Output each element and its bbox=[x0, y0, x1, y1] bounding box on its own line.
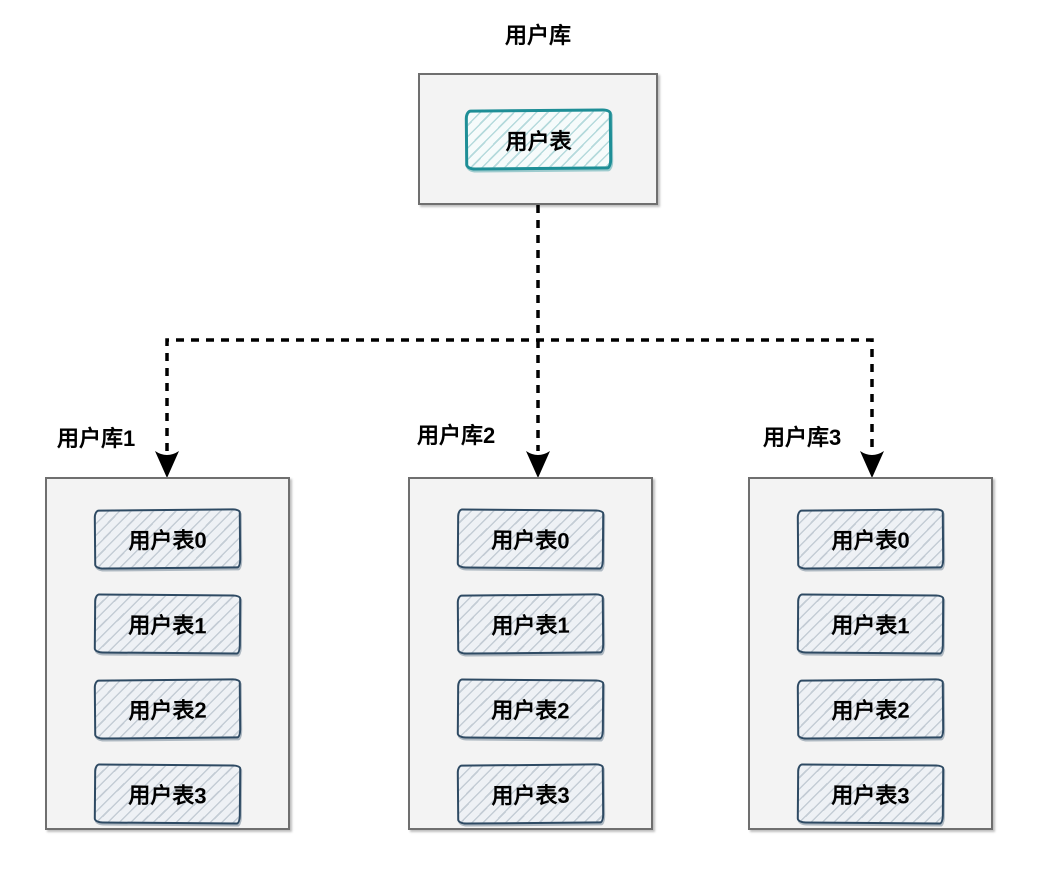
shard2-table-node-1: 用户表1 bbox=[456, 593, 605, 655]
root-db-container: 用户表 bbox=[418, 73, 658, 205]
shard1-db-label: 用户库1 bbox=[57, 426, 136, 451]
root-table-node: 用户表 bbox=[464, 107, 612, 171]
shard3-db-label: 用户库3 bbox=[763, 425, 842, 450]
shard2-db-container: 用户表0 用户表1 用户表2 用户表3 bbox=[408, 477, 653, 830]
shard3-table-node-0: 用户表0 bbox=[796, 508, 945, 570]
shard2-table-node-0: 用户表0 bbox=[456, 508, 605, 570]
shard1-db-container: 用户表0 用户表1 用户表2 用户表3 bbox=[45, 477, 290, 830]
shard1-table-node-3: 用户表3 bbox=[93, 763, 242, 825]
shard3-table-node-3: 用户表3 bbox=[796, 763, 945, 825]
arrowhead-left-icon bbox=[155, 451, 179, 478]
arrowhead-right-icon bbox=[860, 451, 884, 478]
branch-dashed-line bbox=[165, 338, 874, 451]
shard3-table-node-1: 用户表1 bbox=[796, 593, 945, 655]
shard1-table-node-1: 用户表1 bbox=[93, 593, 242, 655]
shard2-table-node-2: 用户表2 bbox=[456, 678, 605, 740]
shard3-db-container: 用户表0 用户表1 用户表2 用户表3 bbox=[748, 477, 993, 830]
shard1-table-node-0: 用户表0 bbox=[93, 508, 242, 570]
shard3-table-node-2: 用户表2 bbox=[796, 678, 945, 740]
root-db-label: 用户库 bbox=[504, 23, 571, 48]
shard2-db-label: 用户库2 bbox=[417, 423, 496, 448]
shard1-table-node-2: 用户表2 bbox=[93, 678, 242, 740]
shard2-table-node-3: 用户表3 bbox=[456, 763, 605, 825]
arrowhead-center-icon bbox=[526, 451, 550, 478]
